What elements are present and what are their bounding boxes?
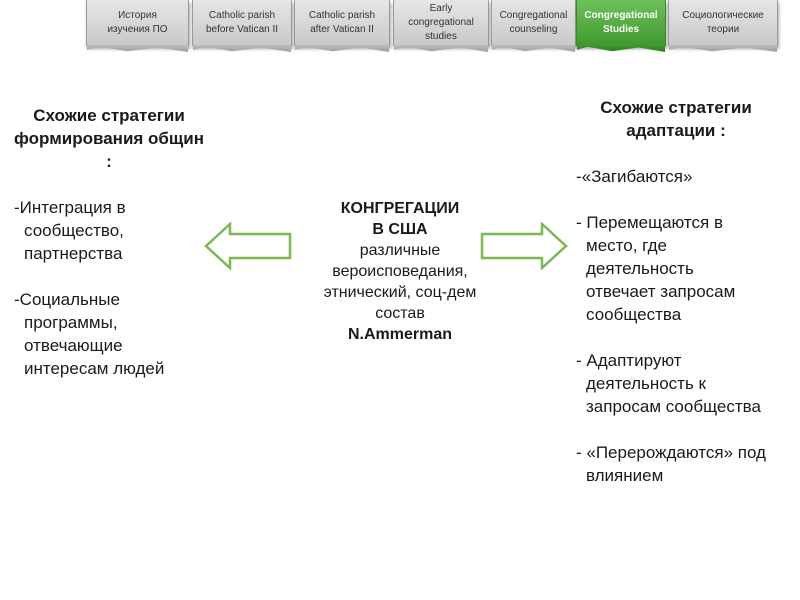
tab-label: Catholic parish after Vatican II (308, 9, 376, 35)
right-heading: Схожие стратегии адаптации : (600, 98, 752, 140)
right-arrow-icon (480, 222, 568, 270)
left-column: Схожие стратегии формирования общин : -И… (14, 104, 204, 403)
tab-label: Социологические теории (682, 9, 764, 35)
left-item: -Социальные программы, отвечающие интере… (14, 290, 165, 378)
tab-label: История изучения ПО (107, 9, 168, 35)
tab-label: Congregational Studies (584, 9, 658, 35)
tab-label: Congregational counseling (499, 9, 568, 35)
right-column: Схожие стратегии адаптации : -«Загибаютс… (576, 96, 766, 510)
tab-catholic-before[interactable]: Catholic parish before Vatican II (192, 0, 292, 46)
right-item: - Перемещаются в место, где деятельность… (576, 213, 736, 324)
tab-counseling[interactable]: Congregational counseling (491, 0, 576, 46)
tab-label: Catholic parish before Vatican II (205, 9, 279, 35)
left-item: -Интеграция в сообщество, партнерства (14, 198, 126, 263)
tab-sociological-theories[interactable]: Социологические теории (668, 0, 778, 46)
right-item: -«Загибаются» (576, 167, 693, 186)
tab-label: Early congregational studies (408, 2, 474, 42)
right-item: - Адаптируют деятельность к запросам соо… (576, 351, 761, 416)
center-author: N.Ammerman (347, 326, 453, 343)
tab-catholic-after[interactable]: Catholic parish after Vatican II (294, 0, 390, 46)
center-block: КОНГРЕГАЦИИ В США различные вероисповеда… (300, 198, 500, 345)
right-item: - «Перерождаются» под влиянием (576, 443, 766, 485)
center-title: КОНГРЕГАЦИИ В США (340, 200, 460, 238)
left-arrow-icon (204, 222, 292, 270)
tab-history[interactable]: История изучения ПО (86, 0, 189, 46)
tab-strip: История изучения ПО Catholic parish befo… (0, 0, 800, 58)
tab-congregational-studies[interactable]: Congregational Studies (576, 0, 666, 46)
center-description: различные вероисповедания, этнический, с… (323, 242, 477, 322)
tab-early-studies[interactable]: Early congregational studies (393, 0, 489, 46)
left-heading: Схожие стратегии формирования общин : (14, 106, 204, 171)
